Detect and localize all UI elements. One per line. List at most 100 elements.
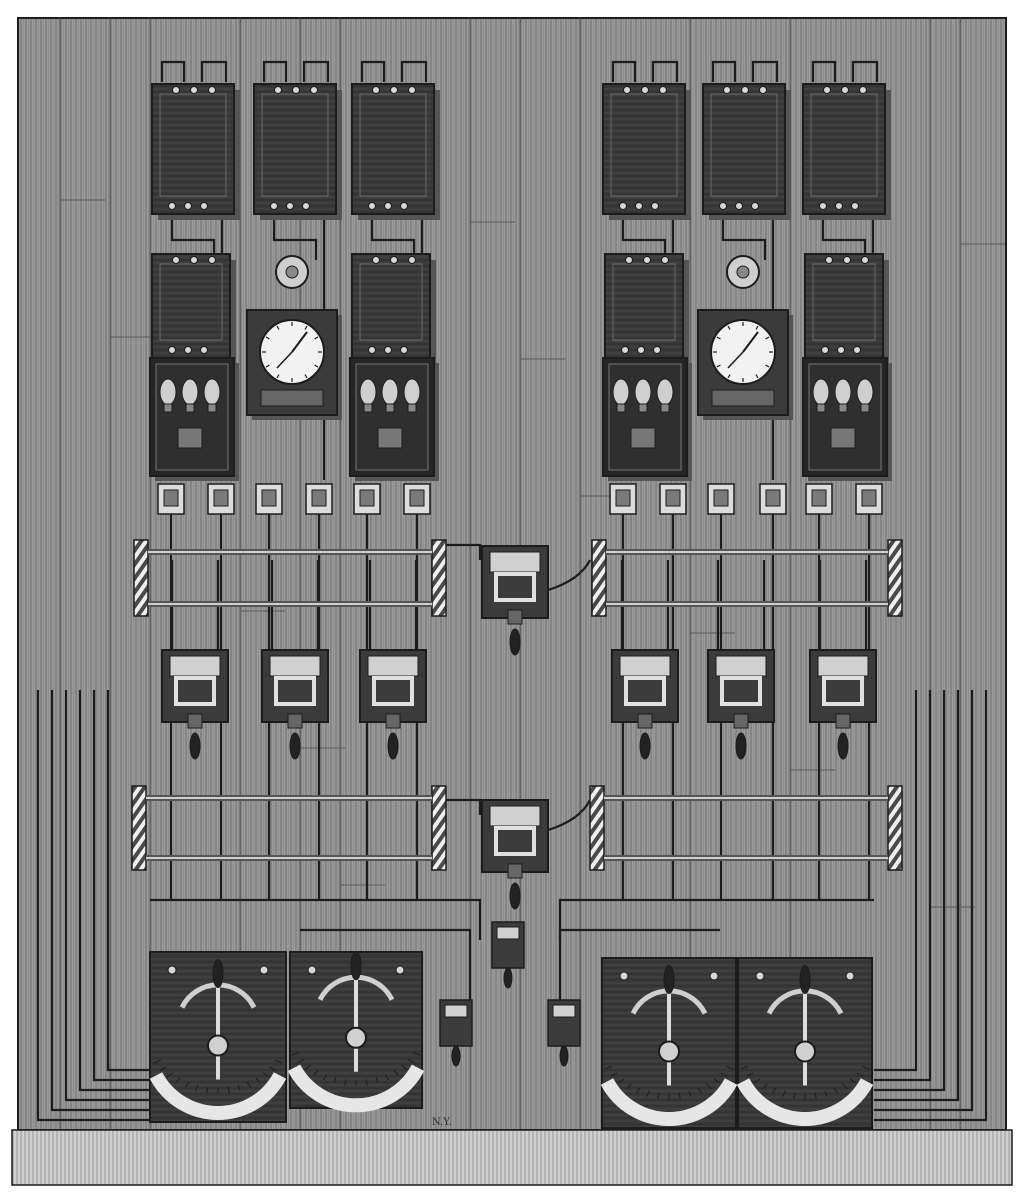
- terminal-screw: [659, 86, 667, 94]
- clock-tick: [304, 325, 308, 330]
- meter-box: [351, 253, 436, 364]
- wire: [558, 928, 720, 1000]
- lamp-base: [407, 403, 417, 413]
- switch-handle: [509, 882, 521, 910]
- terminal-screw: [653, 346, 661, 354]
- wire: [150, 898, 482, 940]
- rheostat-box: [736, 957, 874, 1129]
- insulator-post: [131, 785, 147, 871]
- relay-block: [177, 427, 203, 449]
- contact-stud: [400, 1064, 408, 1070]
- wire: [360, 60, 386, 82]
- switch-handle: [735, 732, 747, 760]
- terminal-screw: [167, 965, 177, 975]
- terminal-screw: [861, 256, 869, 264]
- fuse-block: [707, 483, 735, 515]
- terminal-screw: [661, 256, 669, 264]
- box-body: [604, 253, 684, 359]
- contact-stud: [720, 1072, 728, 1077]
- terminal-screw: [302, 202, 310, 210]
- terminal-screw: [408, 86, 416, 94]
- small-switch-clips: [552, 1004, 576, 1018]
- contact-stud: [344, 1079, 347, 1086]
- contact-stud: [740, 1065, 749, 1070]
- insulator-post: [431, 785, 447, 871]
- lamp-bulb: [159, 378, 177, 406]
- terminal-screw: [368, 202, 376, 210]
- contact-stud: [771, 1087, 777, 1094]
- wire: [440, 543, 482, 560]
- contact-stud: [849, 1078, 857, 1084]
- terminal-screw: [643, 256, 651, 264]
- terminal-screw: [372, 256, 380, 264]
- clock-record-drum: [711, 389, 775, 407]
- wire: [92, 690, 150, 1082]
- rheostat-hub: [207, 1034, 229, 1057]
- terminal-screw: [390, 86, 398, 94]
- knife-switch: [261, 649, 329, 760]
- terminal-screw: [637, 346, 645, 354]
- meter-box: [702, 83, 791, 220]
- terminal-screw: [172, 256, 180, 264]
- clock-tick: [765, 364, 770, 368]
- switch-crossbar: [835, 713, 851, 729]
- contact-stud: [195, 1084, 199, 1091]
- clock-record-drum: [260, 389, 324, 407]
- bell-center: [285, 265, 299, 279]
- contact-stud: [313, 1069, 319, 1076]
- fuse-block: [403, 483, 431, 515]
- wire: [440, 798, 482, 815]
- switch-crossbar: [507, 863, 523, 879]
- terminal-screw: [719, 202, 727, 210]
- contact-stud: [274, 1059, 283, 1064]
- rheostat-hub: [345, 1026, 367, 1049]
- terminal-screw: [400, 202, 408, 210]
- equipment: [131, 83, 903, 1129]
- wire: [874, 690, 974, 1112]
- fuse-strip: [713, 489, 729, 507]
- terminal-screw: [200, 346, 208, 354]
- terminal-screw: [184, 202, 192, 210]
- relay-block: [630, 427, 656, 449]
- switch-blades: [624, 676, 666, 706]
- wire: [78, 690, 150, 1092]
- wire: [106, 690, 150, 1072]
- contact-stud: [842, 1083, 848, 1090]
- clock-tick: [314, 364, 319, 368]
- fuse-strip: [213, 489, 229, 507]
- terminal-screw: [274, 86, 282, 94]
- contact-stud: [227, 1086, 230, 1093]
- switch-handle: [639, 732, 651, 760]
- rheostat-box: [287, 951, 425, 1113]
- wire: [874, 690, 946, 1092]
- clock-tick: [276, 325, 280, 330]
- terminal-screw: [709, 971, 719, 981]
- wire: [170, 214, 216, 260]
- terminal-screw: [259, 965, 269, 975]
- contact-stud: [604, 1065, 613, 1070]
- switch-clips: [817, 655, 869, 677]
- meter-box: [602, 83, 691, 220]
- terminal-screw: [310, 86, 318, 94]
- clock-tick: [276, 374, 280, 379]
- fuse-strip: [811, 489, 827, 507]
- rheostat-handle: [212, 959, 224, 988]
- box-panel: [810, 93, 878, 197]
- terminal-screw: [395, 965, 405, 975]
- box-body: [804, 253, 884, 359]
- terminal-screw: [621, 346, 629, 354]
- relay-block: [830, 427, 856, 449]
- contact-stud: [237, 1084, 241, 1091]
- terminal-screw: [741, 86, 749, 94]
- contact-stud: [393, 1069, 399, 1076]
- terminal-screw: [408, 256, 416, 264]
- contact-stud: [610, 1072, 618, 1077]
- lamp-bulb: [403, 378, 421, 406]
- clock-tick: [727, 374, 731, 379]
- wire: [621, 214, 667, 260]
- box-body: [253, 83, 337, 215]
- fuse-strip: [615, 489, 631, 507]
- lamp-base: [616, 403, 626, 413]
- clock-tick: [265, 364, 270, 368]
- recording-clock: [246, 255, 342, 420]
